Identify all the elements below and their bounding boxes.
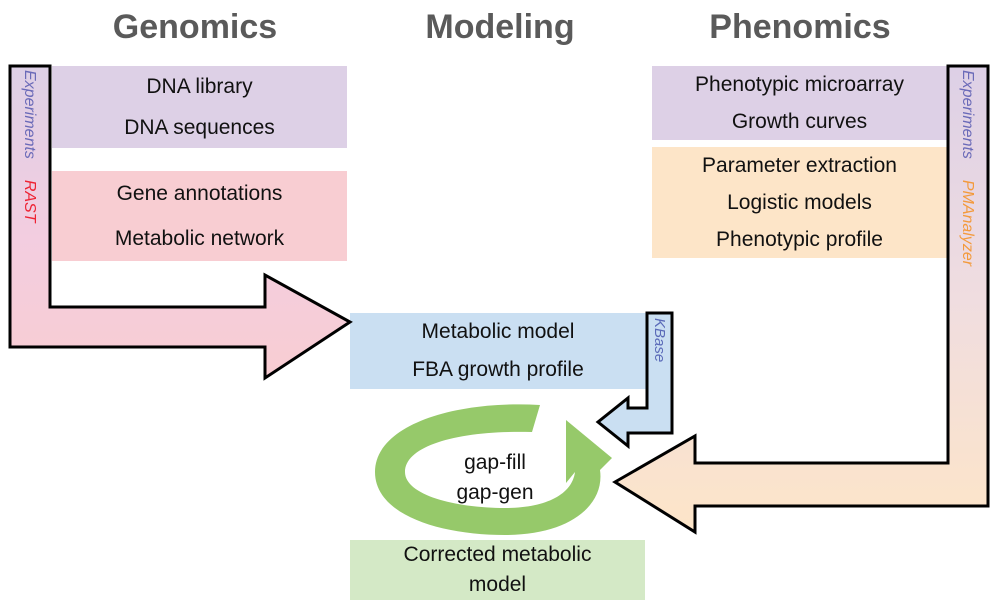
header-modeling: Modeling <box>425 8 575 46</box>
pmanalyzer-label: PMAnalyzer <box>959 179 976 267</box>
box-item: Corrected metabolic <box>403 543 592 566</box>
kbase-label: KBase <box>651 318 668 363</box>
genomics-experiments-box: DNA library DNA sequences <box>52 66 347 148</box>
experiments-label-right: Experiments PMAnalyzer <box>959 70 976 267</box>
header-genomics: Genomics <box>112 8 278 46</box>
box-item: Gene annotations <box>116 181 283 205</box>
kbase-box: Metabolic model FBA growth profile <box>350 313 646 389</box>
rast-label: RAST <box>21 179 38 223</box>
kbase-arrow <box>595 311 674 450</box>
gap-fill-label: gap-fill <box>464 451 526 474</box>
box-item: DNA sequences <box>124 115 275 139</box>
header-phenomics: Phenomics <box>709 8 891 46</box>
gap-gen-label: gap-gen <box>456 481 534 504</box>
cycle-label: gap-fill gap-gen <box>420 448 570 508</box>
genomics-arrow <box>8 64 353 381</box>
cycle-arrow <box>375 404 612 535</box>
genomics-rast-box: Gene annotations Metabolic network <box>52 171 347 261</box>
box-item: Phenotypic profile <box>716 227 883 251</box>
box-item: Parameter extraction <box>702 153 897 177</box>
box-item: Growth curves <box>731 109 868 133</box>
box-item: model <box>468 573 527 596</box>
phenomics-experiments-box: Phenotypic microarray Growth curves <box>652 66 947 140</box>
phenomics-pmanalyzer-box: Parameter extraction Logistic models Phe… <box>652 147 947 258</box>
box-item: DNA library <box>146 74 253 98</box>
experiments-label-left: Experiments RAST <box>21 70 38 223</box>
box-item: Logistic models <box>727 190 872 214</box>
corrected-model-box: Corrected metabolic model <box>350 540 645 600</box>
box-item: Metabolic model <box>421 320 575 343</box>
phenomics-arrow <box>612 64 990 535</box>
box-item: Metabolic network <box>114 226 285 250</box>
box-item: FBA growth profile <box>412 358 584 381</box>
box-item: Phenotypic microarray <box>695 72 904 96</box>
